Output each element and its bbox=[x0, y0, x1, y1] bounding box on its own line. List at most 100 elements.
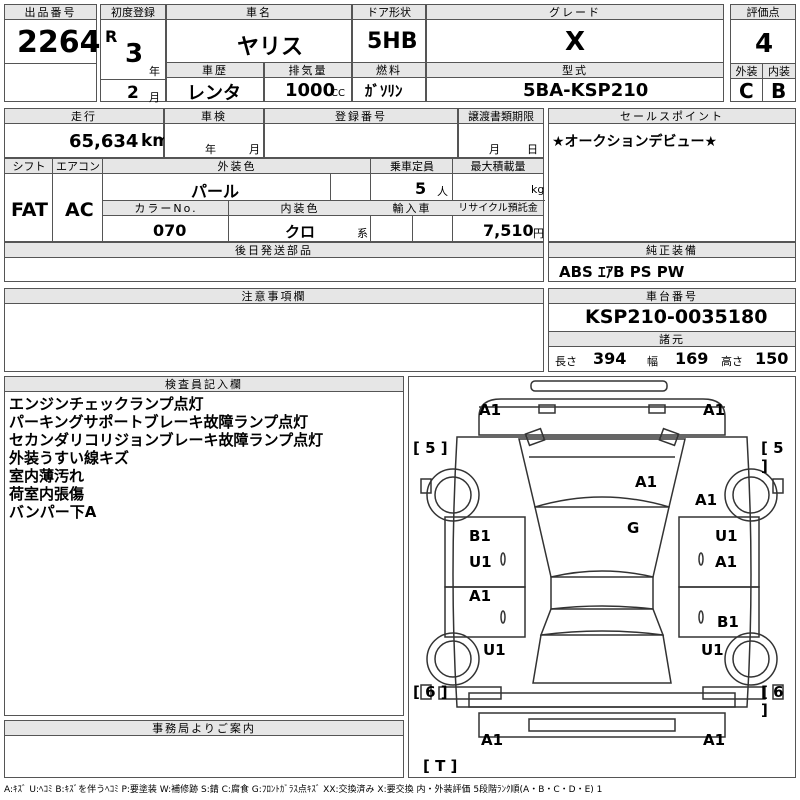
spec-width: 169 bbox=[675, 349, 709, 368]
color-no-header: カラーNo. bbox=[103, 201, 229, 216]
specs-header: 諸元 bbox=[549, 331, 795, 347]
score-header: 評価点 bbox=[731, 5, 795, 20]
reg-year: 3 bbox=[125, 39, 144, 69]
aircon-header: エアコン bbox=[53, 159, 103, 174]
history: レンタ bbox=[187, 83, 241, 104]
damage-mark: A1 bbox=[695, 491, 718, 509]
damage-mark: A1 bbox=[635, 473, 658, 491]
mileage: 65,634 bbox=[69, 131, 139, 152]
history-box: 車歴 レンタ bbox=[166, 62, 264, 104]
first-reg-box: 初度登録 R 3 年 2 月 bbox=[100, 4, 166, 104]
capacity-header: 乗車定員 bbox=[371, 159, 453, 174]
ext-color-header: 外装色 bbox=[103, 159, 371, 174]
fuel: ｶﾞｿﾘﾝ bbox=[365, 82, 403, 100]
spec-height: 150 bbox=[755, 349, 789, 368]
grade-header: グレード bbox=[427, 5, 723, 20]
chassis-box: 車台番号 KSP210-0035180 諸元 長さ 394 幅 169 高さ 1… bbox=[548, 288, 796, 372]
note-line: 外装うすい線キズ bbox=[9, 449, 130, 467]
car-name: ヤリス bbox=[237, 35, 304, 60]
history-header: 車歴 bbox=[167, 63, 263, 78]
mileage-header: 走行 bbox=[5, 109, 163, 124]
car-diagram: [ 5 ] [ 5 ] [ 6 ] [ 6 ] [ T ] A1 A1 A1 A… bbox=[408, 376, 796, 778]
damage-mark: U1 bbox=[483, 641, 506, 659]
displacement-unit: CC bbox=[331, 88, 345, 99]
reg-no-box: 登録番号 bbox=[264, 108, 458, 158]
transfer-day-unit: 日 bbox=[527, 143, 538, 156]
grade: X bbox=[565, 27, 586, 57]
exterior-grade: C bbox=[739, 79, 754, 103]
damage-mark: A1 bbox=[703, 401, 726, 419]
color-no: 070 bbox=[153, 221, 187, 240]
sales-point-box: セールスポイント ★オークションデビュー★ bbox=[548, 108, 796, 242]
inspection-header: 車検 bbox=[165, 109, 263, 124]
spec-height-label: 高さ bbox=[721, 355, 743, 368]
insp-month-unit: 月 bbox=[249, 143, 260, 156]
damage-mark: A1 bbox=[703, 731, 726, 749]
inspector-notes-header: 検査員記入欄 bbox=[5, 377, 403, 392]
mileage-unit: km bbox=[141, 131, 171, 151]
door-box: ドア形状 5HB bbox=[352, 4, 426, 63]
shift: FAT bbox=[11, 199, 48, 221]
note-line: 室内薄汚れ bbox=[9, 467, 85, 485]
transfer-month-unit: 月 bbox=[489, 143, 500, 156]
displacement: 1000 bbox=[285, 80, 336, 101]
recycle: 7,510 bbox=[483, 221, 534, 240]
int-color: クロ bbox=[285, 223, 316, 241]
max-load-header: 最大積載量 bbox=[453, 159, 543, 174]
inspection-box: 車検 年 月 bbox=[164, 108, 264, 158]
interior-grade: B bbox=[771, 79, 787, 103]
sales-point: ★オークションデビュー★ bbox=[552, 134, 718, 150]
office-box: 事務局よりご案内 bbox=[4, 720, 404, 778]
caution-box: 注意事項欄 bbox=[4, 288, 544, 372]
damage-mark: U1 bbox=[701, 641, 724, 659]
insp-year-unit: 年 bbox=[205, 143, 216, 156]
sales-point-header: セールスポイント bbox=[549, 109, 795, 124]
aircon: AC bbox=[65, 199, 94, 221]
transfer-box: 譲渡書類期限 月 日 bbox=[458, 108, 544, 158]
note-line: バンパー下A bbox=[9, 503, 97, 521]
capacity: 5 bbox=[415, 179, 427, 198]
era: R bbox=[105, 27, 118, 46]
panel-left-bottom: [ 6 ] bbox=[413, 683, 448, 701]
damage-mark: G bbox=[627, 519, 640, 537]
caution-header: 注意事項欄 bbox=[5, 289, 543, 304]
note-line: パーキングサポートブレーキ故障ランプ点灯 bbox=[9, 413, 309, 431]
chassis-header: 車台番号 bbox=[549, 289, 795, 304]
legend: A:ｷｽﾞ U:ﾍｺﾐ B:ｷｽﾞを伴うﾍｺﾐ P:要塗装 W:補修跡 S:錆 … bbox=[4, 785, 603, 795]
damage-mark: A1 bbox=[469, 587, 492, 605]
displacement-box: 排気量 1000 CC bbox=[264, 62, 352, 102]
note-line: 荷室内張傷 bbox=[9, 485, 85, 503]
ext-color: パール bbox=[191, 182, 240, 201]
damage-mark: A1 bbox=[479, 401, 502, 419]
shift-header: シフト bbox=[5, 159, 53, 174]
later-parts-box: 後日発送部品 bbox=[4, 242, 544, 282]
spec-length-label: 長さ bbox=[555, 355, 577, 368]
model-type-header: 型式 bbox=[427, 63, 723, 78]
inspector-notes-box: 検査員記入欄 エンジンチェックランプ点灯 パーキングサポートブレーキ故障ランプ点… bbox=[4, 376, 404, 716]
fuel-box: 燃料 ｶﾞｿﾘﾝ bbox=[352, 62, 426, 102]
detail-grid: シフト エアコン 外装色 乗車定員 最大積載量 FAT AC パール 5 人 k… bbox=[4, 158, 545, 242]
damage-mark: A1 bbox=[481, 731, 504, 749]
car-name-header: 車名 bbox=[167, 5, 351, 20]
note-line: セカンダリコリジョンブレーキ故障ランプ点灯 bbox=[9, 431, 324, 449]
damage-mark: B1 bbox=[717, 613, 739, 631]
displacement-header: 排気量 bbox=[265, 63, 351, 78]
model-type: 5BA-KSP210 bbox=[523, 80, 649, 101]
later-parts-header: 後日発送部品 bbox=[5, 243, 543, 258]
recycle-unit: 円 bbox=[533, 227, 544, 240]
office-header: 事務局よりご案内 bbox=[5, 721, 403, 736]
recycle-header: リサイクル預託金 bbox=[453, 201, 543, 216]
damage-mark: U1 bbox=[469, 553, 492, 571]
door-header: ドア形状 bbox=[353, 5, 425, 20]
month-unit: 月 bbox=[149, 91, 160, 104]
lot-box: 出品番号 2264 bbox=[4, 4, 101, 102]
interior-header: 内装 bbox=[763, 64, 795, 79]
panel-left-top: [ 5 ] bbox=[413, 439, 448, 457]
equipment: ABS ｴｱB PS PW bbox=[559, 263, 685, 281]
panel-right-bottom: [ 6 ] bbox=[761, 683, 784, 719]
score: 4 bbox=[755, 29, 774, 59]
lot-number: 2264 bbox=[17, 25, 101, 60]
spec-width-label: 幅 bbox=[647, 355, 658, 368]
int-color-suffix: 系 bbox=[357, 227, 368, 240]
chassis-no: KSP210-0035180 bbox=[585, 306, 768, 328]
